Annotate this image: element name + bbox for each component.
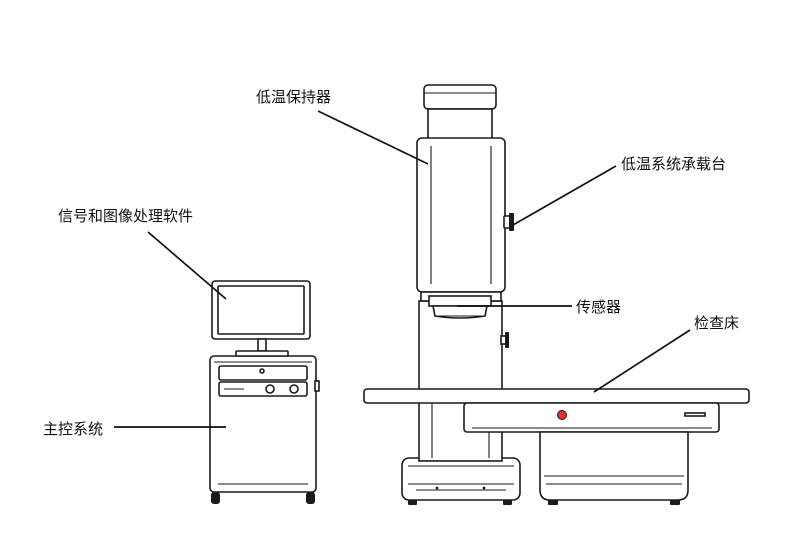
column-base bbox=[401, 457, 521, 505]
cryo-holder bbox=[416, 84, 514, 293]
label-main-control: 主控系统 bbox=[43, 420, 104, 438]
monitor bbox=[211, 280, 311, 357]
leader-cryo-holder bbox=[317, 110, 429, 165]
cabinet-drive-panel bbox=[218, 381, 308, 397]
column-support bbox=[418, 300, 509, 462]
label-sensor: 传感器 bbox=[576, 298, 622, 316]
cryo-holder-body bbox=[416, 137, 506, 293]
leader-exam-bed bbox=[593, 329, 691, 393]
indicator-light bbox=[557, 410, 567, 420]
cabinet-wheel-left bbox=[211, 492, 220, 504]
label-cryo-stage: 低温系统承载台 bbox=[621, 155, 727, 173]
bed-base bbox=[539, 431, 689, 501]
leader-software bbox=[147, 231, 227, 300]
cabinet-wheel-right bbox=[306, 492, 315, 504]
monitor-screen bbox=[217, 285, 305, 335]
bed-top bbox=[363, 388, 750, 404]
label-software: 信号和图像处理软件 bbox=[58, 207, 194, 225]
cryo-holder-cap bbox=[423, 84, 497, 110]
label-exam-bed: 检查床 bbox=[694, 314, 740, 332]
main-control-cabinet bbox=[209, 355, 320, 504]
sensor bbox=[420, 291, 502, 319]
cabinet-power-button bbox=[265, 384, 275, 394]
examination-bed bbox=[363, 388, 750, 505]
leader-cryo-stage bbox=[512, 165, 617, 226]
label-cryo-holder: 低温保持器 bbox=[256, 88, 332, 106]
